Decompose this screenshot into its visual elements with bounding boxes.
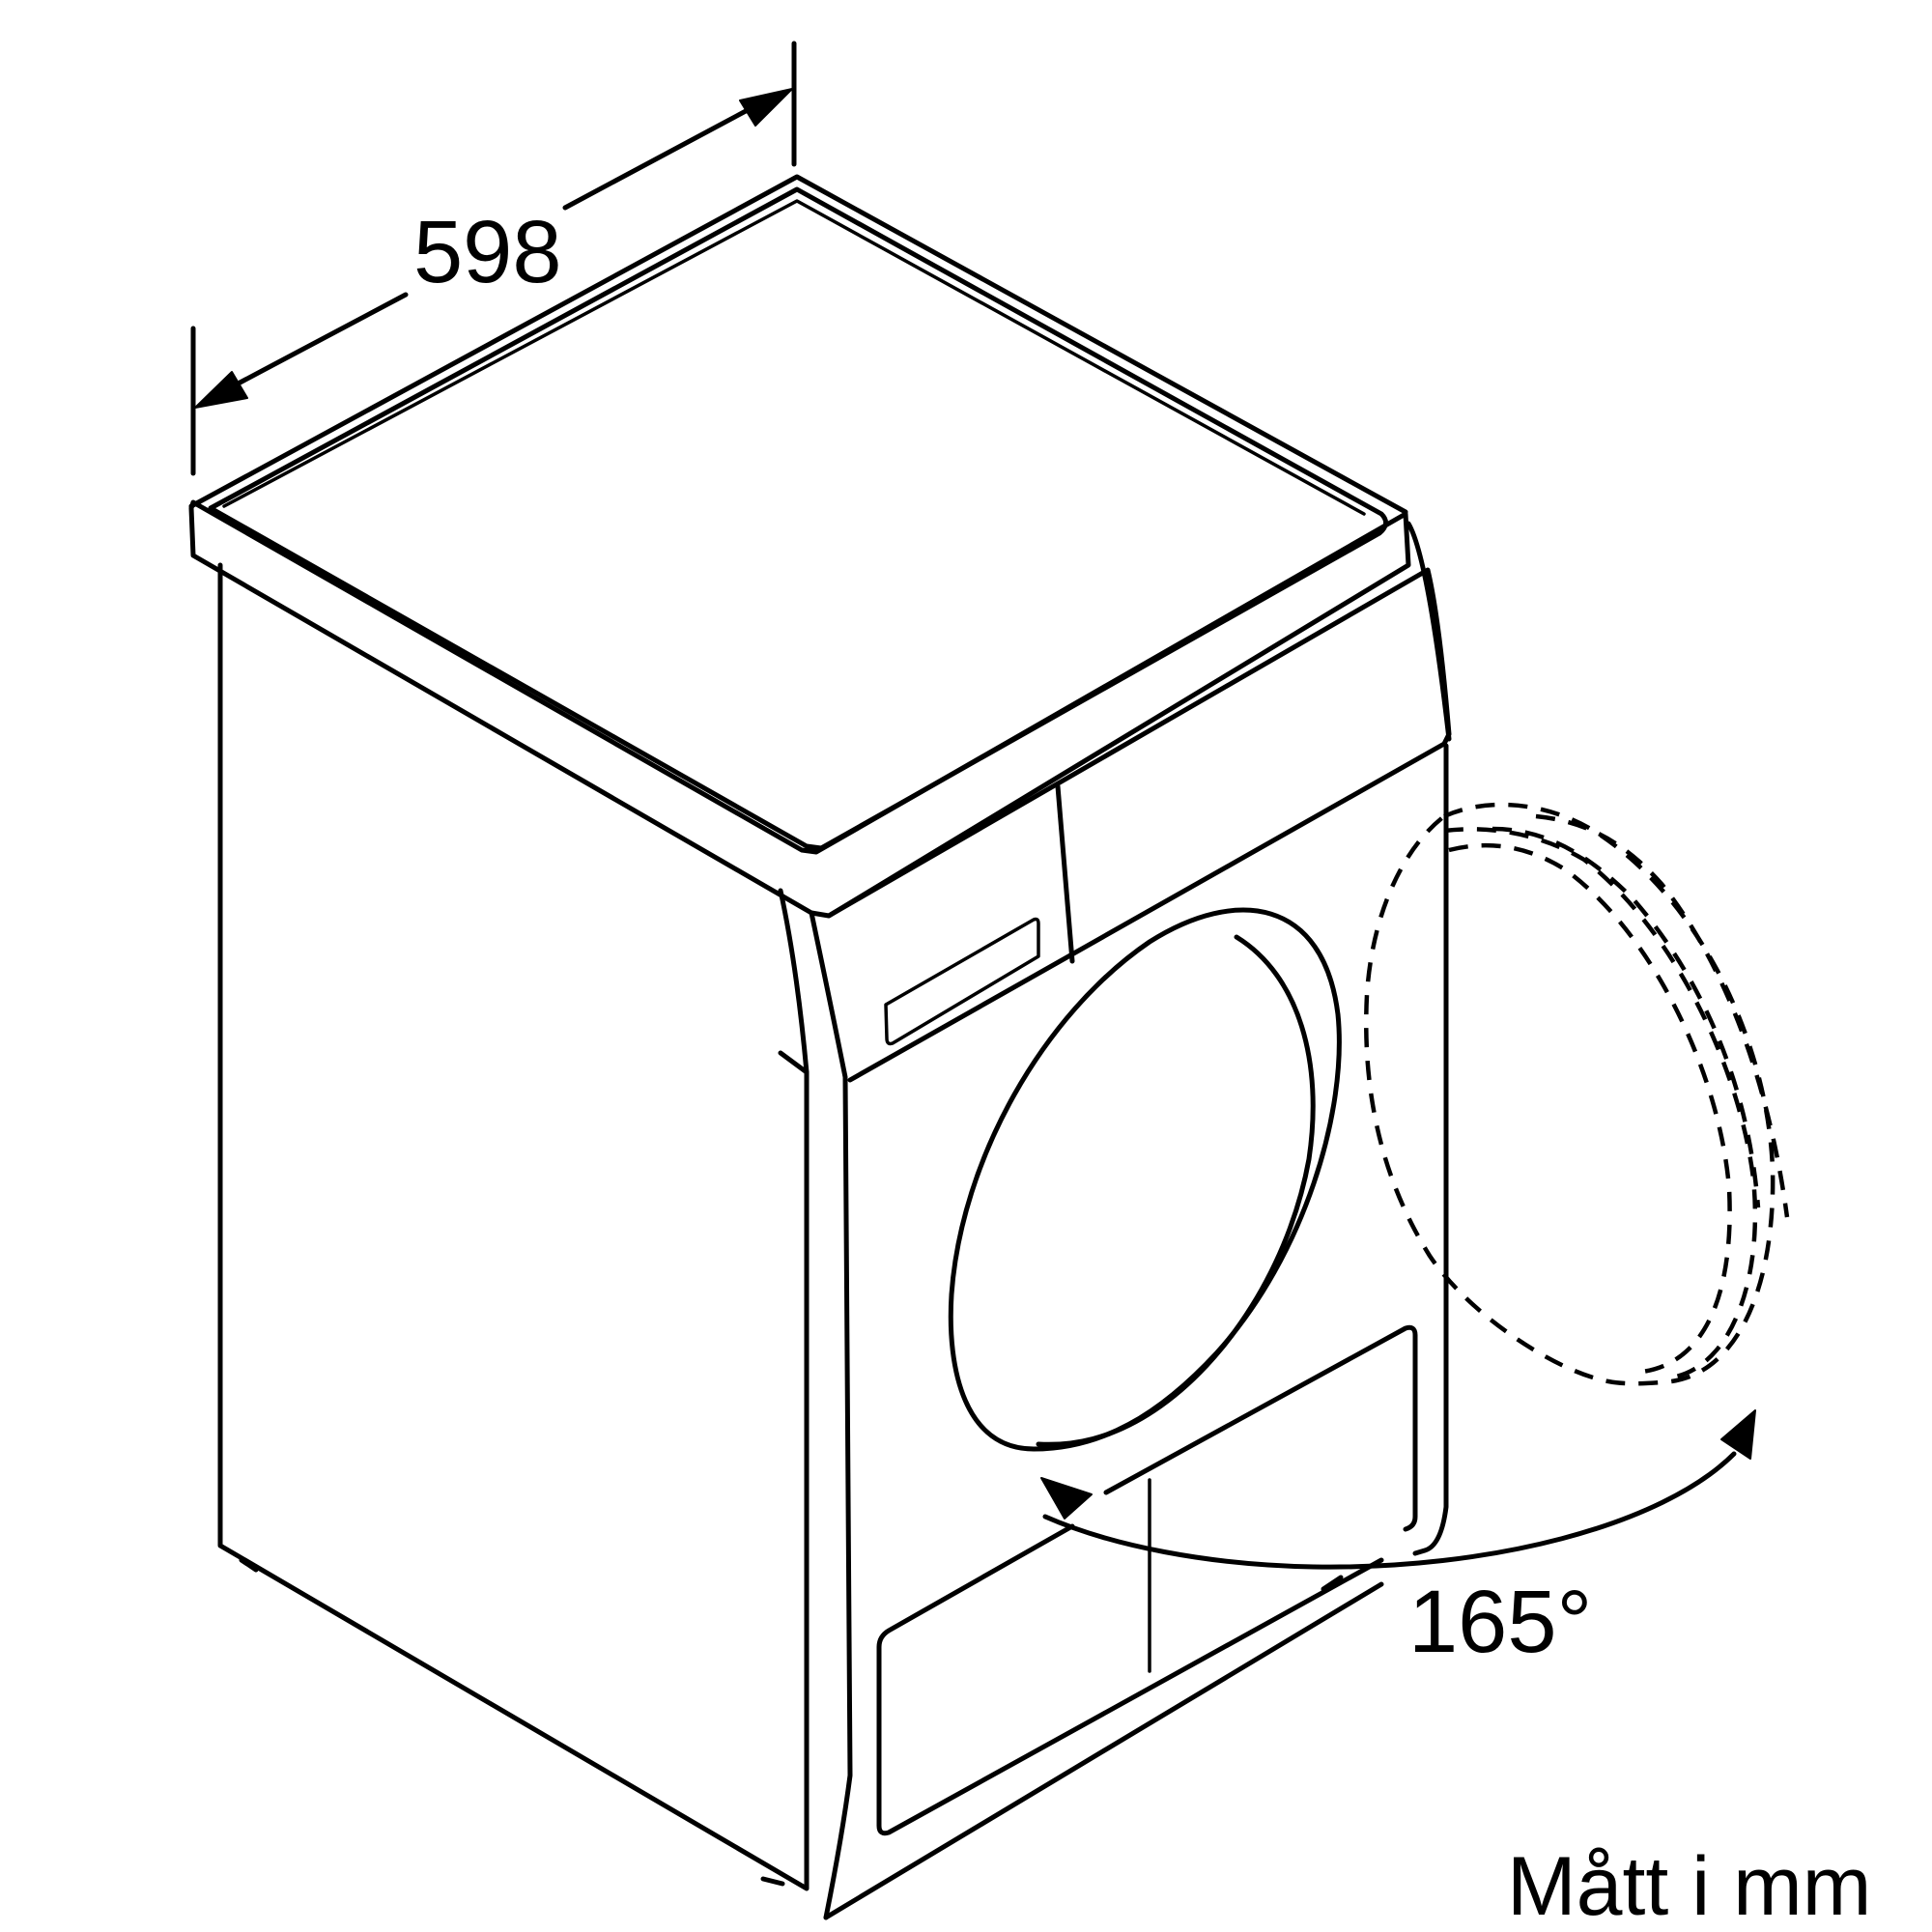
angle-arrowhead-left xyxy=(1040,1477,1093,1520)
width-arrowhead-right xyxy=(739,88,793,127)
width-dimension xyxy=(190,41,797,476)
units-note: Mått i mm xyxy=(1507,1840,1871,1932)
door xyxy=(948,907,1342,1452)
width-label: 598 xyxy=(413,203,562,301)
side-panel xyxy=(217,562,810,1891)
door-angle-arc xyxy=(1040,1409,1756,1570)
service-flap xyxy=(876,1324,1418,1836)
angle-arrowhead-right xyxy=(1720,1409,1756,1460)
top-lid xyxy=(188,174,1411,919)
control-panel xyxy=(884,783,1075,1046)
open-door-outline xyxy=(1364,802,1790,1386)
width-arrowhead-left xyxy=(194,371,248,409)
door-angle-label: 165° xyxy=(1408,1573,1592,1671)
